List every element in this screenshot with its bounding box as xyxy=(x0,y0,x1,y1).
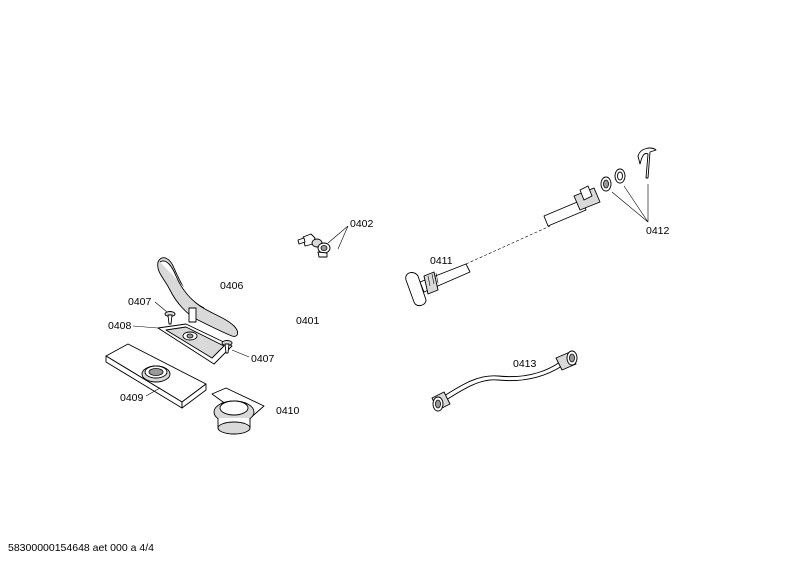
part-0407-screw-left[interactable] xyxy=(164,311,176,325)
leader-0407-left xyxy=(154,301,168,313)
label-0412: 0412 xyxy=(646,225,670,237)
label-0402: 0402 xyxy=(350,218,374,230)
label-0411: 0411 xyxy=(430,255,453,267)
leader-0407-right xyxy=(231,349,250,358)
label-0409: 0409 xyxy=(120,392,144,404)
part-0408-arm-support[interactable] xyxy=(157,323,233,365)
leader-0412 xyxy=(611,184,649,223)
part-0409-filter-plate[interactable] xyxy=(105,343,207,409)
leader-0409 xyxy=(145,387,161,397)
leader-0408 xyxy=(132,325,159,329)
part-0412-pipe-assembly[interactable] xyxy=(543,147,657,227)
part-0407-screw-right[interactable] xyxy=(221,340,233,354)
part-0402-fitting[interactable] xyxy=(297,233,331,258)
label-0406: 0406 xyxy=(220,280,244,292)
label-0413: 0413 xyxy=(513,358,537,370)
part-0406-spray-arm[interactable] xyxy=(157,257,239,337)
leader-0411-axis xyxy=(465,225,551,265)
document-reference: 58300000154648 aet 000 a 4/4 xyxy=(8,542,154,554)
part-0411-pipe[interactable] xyxy=(405,263,471,307)
label-0410: 0410 xyxy=(276,405,300,417)
label-0408: 0408 xyxy=(108,320,132,332)
part-0410-filter-cup[interactable] xyxy=(211,387,265,435)
label-0401: 0401 xyxy=(296,315,320,327)
label-0407-left: 0407 xyxy=(128,296,152,308)
leader-0402 xyxy=(327,225,349,250)
part-0413-hose[interactable] xyxy=(431,350,578,412)
label-0407-right: 0407 xyxy=(251,353,275,365)
